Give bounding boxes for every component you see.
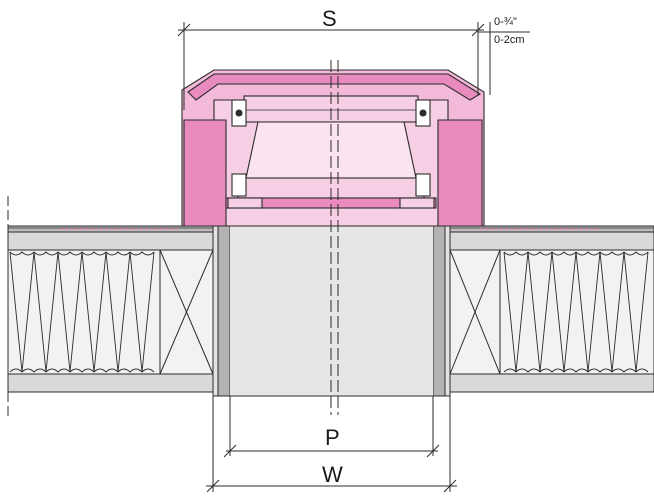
skylight-frame [181, 69, 485, 227]
gap-imperial-label: 0-¾" [494, 16, 517, 28]
right-roof-assembly [449, 225, 654, 393]
dimension-p-label: P [325, 425, 340, 450]
dimension-s-label: S [322, 6, 337, 31]
left-insulation [9, 251, 155, 373]
left-roof-assembly [7, 225, 214, 393]
dimension-w [206, 396, 457, 493]
dimension-w-label: W [322, 462, 343, 487]
dimension-s [177, 22, 491, 110]
dimension-p [223, 396, 440, 458]
gap-metric-label: 0-2cm [494, 34, 525, 46]
right-insulation [503, 251, 649, 373]
